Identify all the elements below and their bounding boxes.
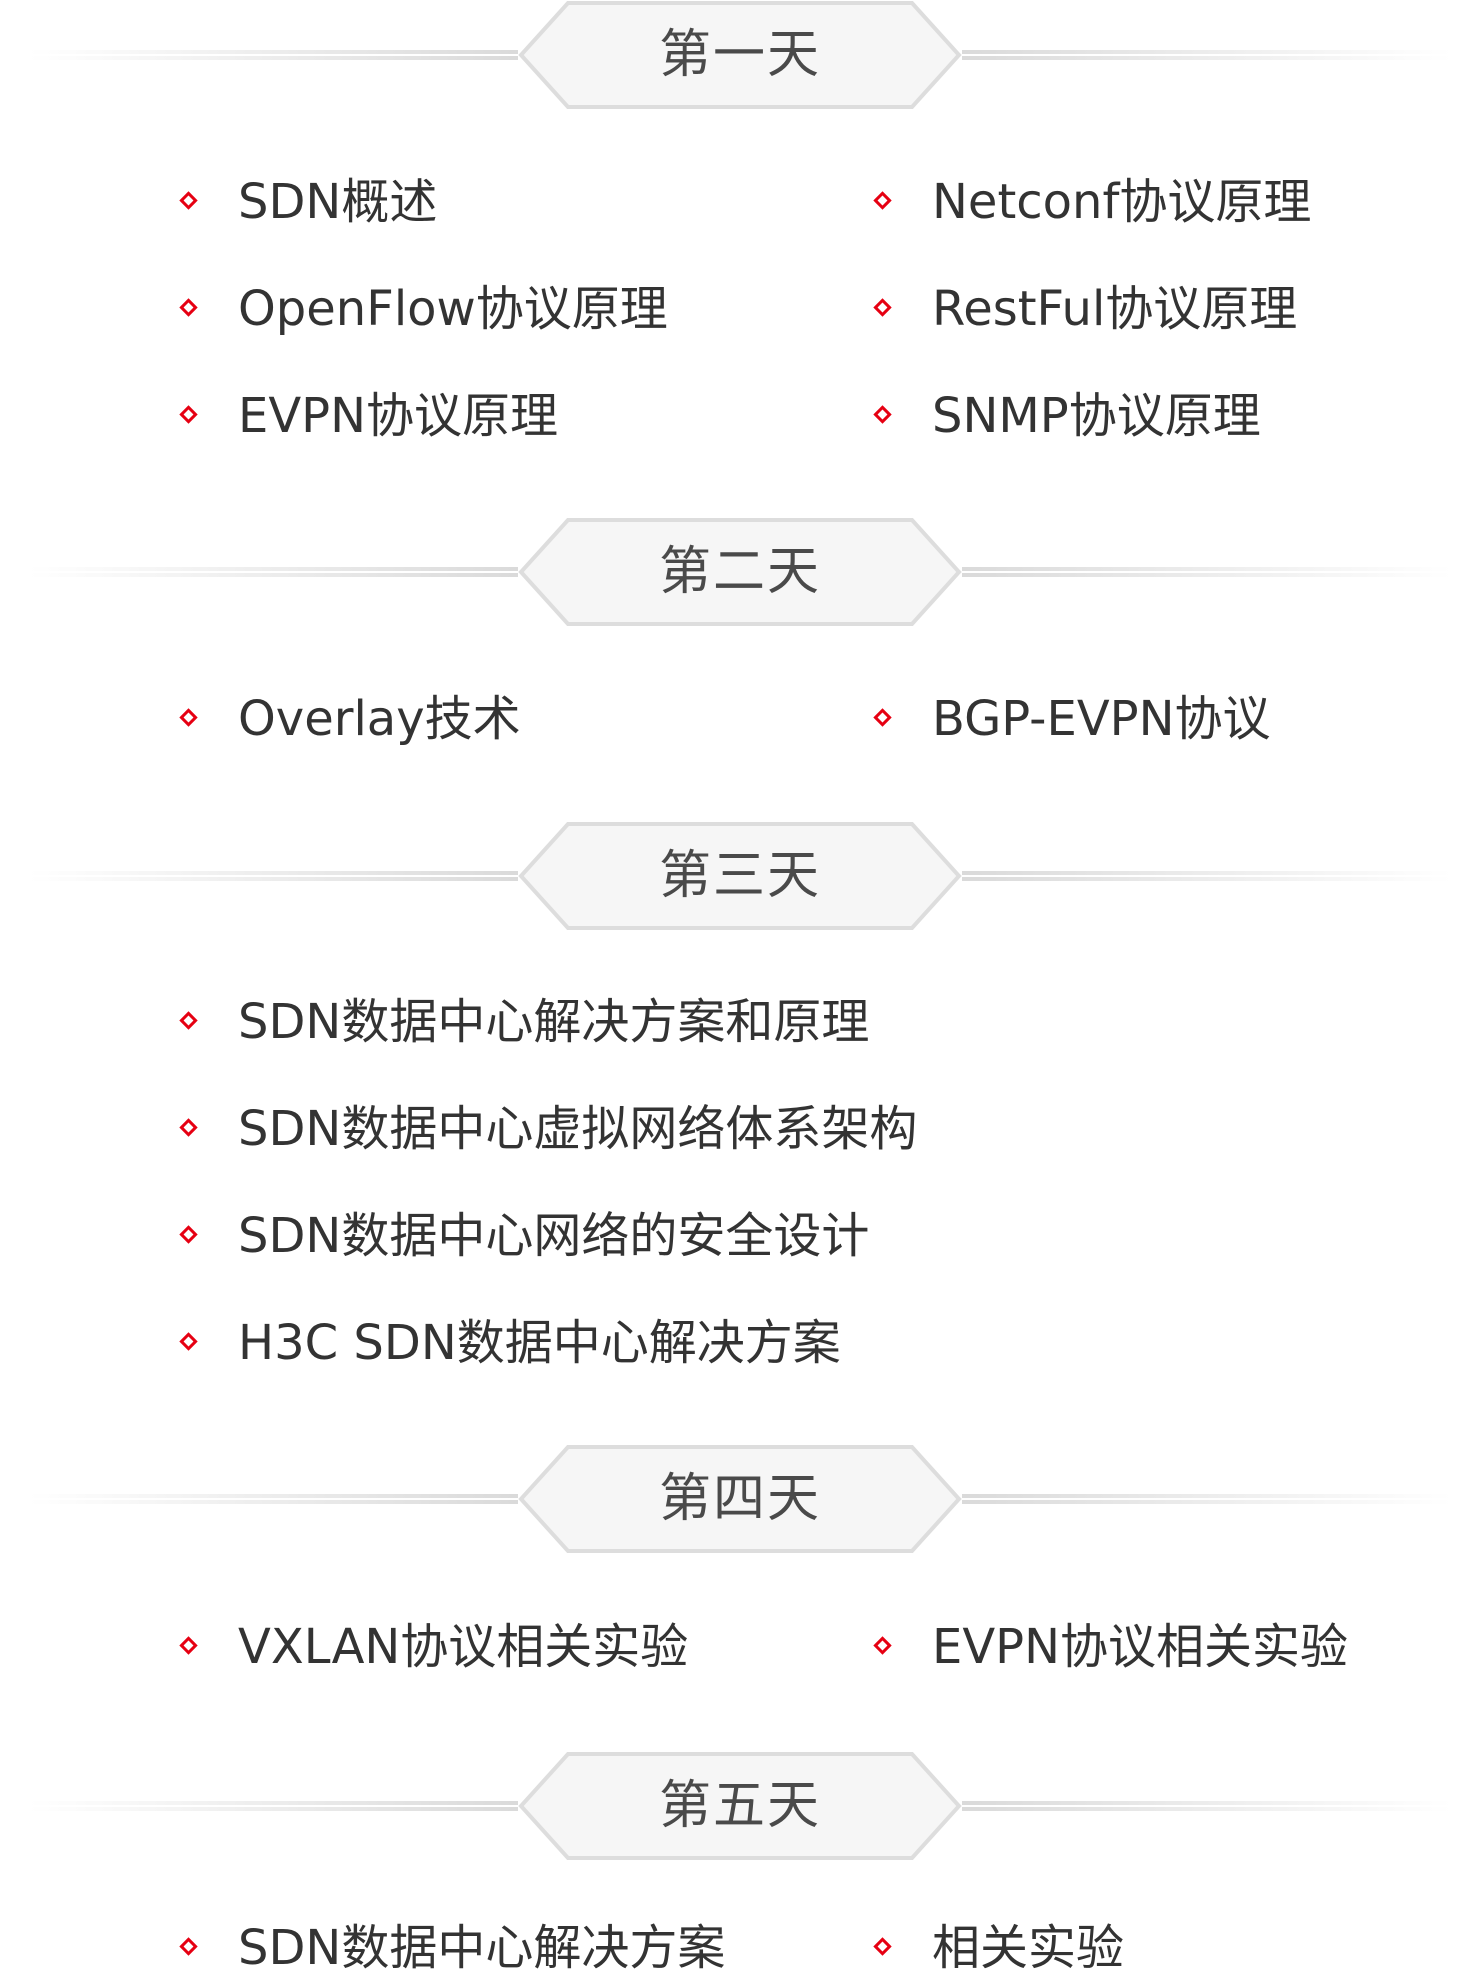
red-diamond-bullet-icon: [873, 1937, 892, 1956]
red-diamond-bullet-icon: [179, 708, 198, 727]
item-label: RestFul协议原理: [932, 281, 1298, 337]
day-1-header: 第一天: [0, 0, 1480, 110]
item-label: EVPN协议原理: [238, 388, 559, 444]
item-label: SDN数据中心虚拟网络体系架构: [238, 1101, 918, 1157]
item-label: SDN概述: [238, 174, 438, 230]
divider-right: [962, 567, 1452, 577]
day-3-header: 第三天: [0, 821, 1480, 931]
divider-left: [28, 50, 518, 60]
red-diamond-bullet-icon: [179, 1332, 198, 1351]
day-5-header: 第五天: [0, 1751, 1480, 1861]
divider-left: [28, 871, 518, 881]
day-2-header: 第二天: [0, 517, 1480, 627]
item-label: Netconf协议原理: [932, 174, 1312, 230]
item-label: Overlay技术: [238, 691, 521, 747]
red-diamond-bullet-icon: [179, 1636, 198, 1655]
day-title: 第五天: [658, 1776, 821, 1836]
day-title-frame: 第四天: [518, 1444, 962, 1554]
red-diamond-bullet-icon: [179, 405, 198, 424]
divider-left: [28, 1801, 518, 1811]
day-title: 第二天: [658, 542, 821, 602]
day-title-frame: 第三天: [518, 821, 962, 931]
day-title-frame: 第二天: [518, 517, 962, 627]
item-label: SDN数据中心网络的安全设计: [238, 1208, 870, 1264]
item-label: SDN数据中心解决方案和原理: [238, 994, 870, 1050]
divider-right: [962, 50, 1452, 60]
item-label: BGP-EVPN协议: [932, 691, 1271, 747]
item-label: VXLAN协议相关实验: [238, 1619, 689, 1675]
day-4-header: 第四天: [0, 1444, 1480, 1554]
red-diamond-bullet-icon: [873, 405, 892, 424]
item-label: EVPN协议相关实验: [932, 1619, 1349, 1675]
item-label: SDN数据中心解决方案: [238, 1920, 726, 1976]
red-diamond-bullet-icon: [873, 708, 892, 727]
divider-right: [962, 1494, 1452, 1504]
item-label: 相关实验: [932, 1920, 1125, 1976]
divider-left: [28, 567, 518, 577]
red-diamond-bullet-icon: [873, 191, 892, 210]
divider-right: [962, 871, 1452, 881]
item-label: OpenFlow协议原理: [238, 281, 668, 337]
red-diamond-bullet-icon: [179, 191, 198, 210]
day-title: 第一天: [658, 25, 821, 85]
red-diamond-bullet-icon: [873, 298, 892, 317]
day-title-frame: 第五天: [518, 1751, 962, 1861]
red-diamond-bullet-icon: [179, 1011, 198, 1030]
red-diamond-bullet-icon: [179, 1937, 198, 1956]
day-title: 第四天: [658, 1469, 821, 1529]
red-diamond-bullet-icon: [179, 1118, 198, 1137]
red-diamond-bullet-icon: [179, 298, 198, 317]
item-label: H3C SDN数据中心解决方案: [238, 1315, 841, 1371]
item-label: SNMP协议原理: [932, 388, 1261, 444]
red-diamond-bullet-icon: [179, 1225, 198, 1244]
day-title-frame: 第一天: [518, 0, 962, 110]
divider-left: [28, 1494, 518, 1504]
day-title: 第三天: [658, 846, 821, 906]
divider-right: [962, 1801, 1452, 1811]
red-diamond-bullet-icon: [873, 1636, 892, 1655]
